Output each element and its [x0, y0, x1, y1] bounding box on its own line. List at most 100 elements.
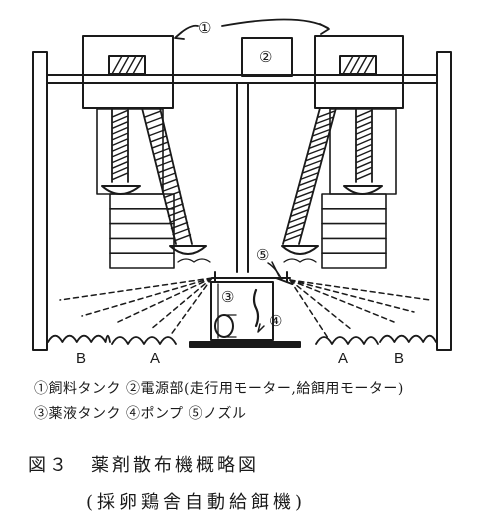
screw-flight: [310, 135, 329, 143]
spray-line: [289, 279, 329, 339]
screw-flight: [307, 147, 325, 155]
spray-line: [289, 279, 415, 313]
screw-flight: [155, 159, 174, 168]
screw-flight: [312, 129, 330, 137]
spray-line: [289, 279, 395, 323]
screw-flight: [112, 155, 128, 163]
screw-flight: [356, 109, 372, 118]
right-motor: [339, 55, 377, 75]
screw-flight: [302, 166, 320, 174]
chemical-tank: [210, 281, 274, 341]
spray-unit: [211, 261, 293, 285]
screw-flight: [356, 172, 372, 181]
screw-flight: [112, 127, 128, 135]
spray-line: [289, 279, 431, 301]
marker-chemical-tank: ③: [221, 288, 235, 306]
screw-flight: [112, 144, 128, 152]
screw-flight: [112, 161, 128, 169]
left-feed-tank: [82, 35, 174, 109]
cage-tier: [109, 193, 175, 269]
spray-line: [81, 277, 213, 317]
screw-flight: [300, 172, 319, 180]
marker-pump: ④: [269, 312, 283, 330]
screw-flight: [283, 234, 302, 242]
screw-flight: [161, 184, 180, 193]
screw-flight: [309, 141, 327, 149]
zone-label-right-b: B: [394, 350, 405, 367]
right-mist: [283, 258, 317, 263]
screw-flight: [112, 166, 128, 175]
screw-flight: [146, 122, 165, 131]
figure-subtitle: (採卵鶏舎自動給餌機): [86, 492, 307, 513]
screw-flight: [285, 227, 304, 236]
spray-line: [117, 277, 213, 323]
left-trough-lower: [169, 245, 207, 255]
screw-flight: [290, 209, 309, 217]
right-trough-upper: [343, 185, 383, 195]
legend-line-1: ①飼料タンク ②電源部(走行用モーター,給餌用モーター): [34, 381, 404, 397]
screw-flight: [304, 159, 322, 168]
screw-flight: [145, 116, 163, 125]
screw-flight: [152, 147, 171, 155]
hens: [47, 334, 437, 345]
screw-flight: [356, 144, 372, 152]
screw-flight: [356, 161, 372, 169]
marker-nozzle: ⑤: [256, 246, 270, 264]
left-mist: [177, 258, 211, 263]
screw-flight: [294, 197, 312, 205]
left-trough-upper: [101, 185, 141, 195]
screw-flight: [112, 109, 128, 118]
screw-flight: [112, 132, 128, 141]
screw-flight: [305, 153, 324, 162]
left-motor: [108, 55, 146, 75]
right-post: [436, 51, 452, 351]
screw-flight: [356, 132, 372, 141]
screw-flight: [167, 209, 186, 217]
screw-flight: [151, 141, 169, 149]
screw-flight: [172, 227, 190, 236]
top-rail: [46, 74, 438, 84]
legend-line-2: ③薬液タンク ④ポンプ ⑤ノズル: [34, 406, 247, 422]
left-feed-tubes: [111, 107, 193, 245]
zone-label-left-a: A: [150, 350, 161, 367]
screw-flight: [356, 127, 372, 135]
screw-flight: [356, 115, 372, 124]
right-trough-lower: [281, 245, 319, 255]
screw-flight: [356, 121, 372, 129]
screw-flight: [356, 155, 372, 163]
screw-flight: [157, 166, 175, 174]
left-post: [32, 51, 48, 351]
floor-bar: [189, 341, 301, 348]
right-feed-tank: [314, 35, 404, 109]
spray-line: [169, 277, 213, 337]
screw-flight: [173, 234, 192, 242]
screw-flight: [292, 203, 310, 211]
marker-feed-tank: ①: [198, 19, 212, 37]
spray-line: [289, 279, 353, 331]
screw-flight: [289, 215, 307, 223]
marker-power-unit: ②: [259, 48, 273, 66]
cage-tier: [321, 193, 387, 269]
screw-flight: [299, 178, 317, 186]
figure-title: 図３ 薬剤散布機概略図: [28, 455, 259, 476]
screw-flight: [287, 221, 305, 230]
screw-flight: [317, 110, 336, 118]
screw-flight: [112, 115, 128, 124]
screw-flight: [295, 190, 314, 199]
screw-flight: [356, 166, 372, 175]
screw-flight: [149, 135, 168, 143]
arrow-nozzle: [267, 262, 283, 281]
screw-flight: [112, 172, 128, 181]
screw-flight: [356, 149, 372, 158]
cage-tier: [329, 108, 397, 195]
screw-flight: [143, 110, 162, 118]
screw-flight: [112, 121, 128, 129]
pump: [252, 288, 260, 328]
screw-flight: [112, 138, 128, 146]
screw-flight: [169, 215, 187, 223]
screw-flight: [158, 172, 177, 180]
screw-flight: [314, 122, 332, 131]
zone-label-left-b: B: [76, 350, 87, 367]
